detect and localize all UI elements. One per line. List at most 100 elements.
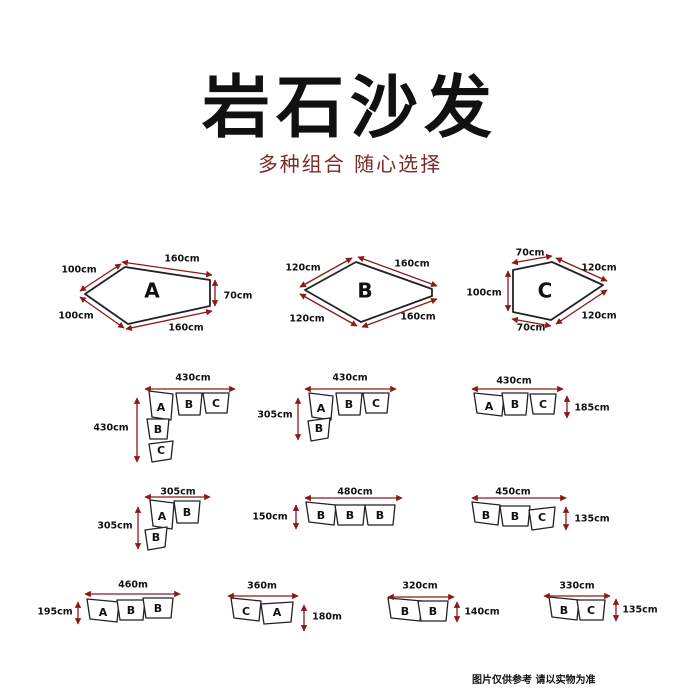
combo-1-piece-4-shape [146,418,170,440]
module-a-dim-ul: 100cm [61,265,96,276]
disclaimer-note: 图片仅供参考 请以实物为准 [472,675,596,686]
combo-3-piece-2-label: B [511,398,519,411]
module-c-dim-top-arrow [511,253,553,266]
combo-1-piece-2-label: B [185,398,193,411]
combo-6-piece-3-label: C [538,511,546,524]
module-a-dim-ll-arrow [79,296,125,329]
combo-9-piece-2-shape [417,600,449,622]
module-b-dim-lr-arrow [361,298,438,328]
combo-9-width: 320cm [402,581,437,592]
combo-8-depth: 180m [312,612,342,623]
combo-10-depth: 135cm [622,605,657,616]
page-subtitle: 多种组合 随心选择 [257,152,443,176]
combo-3-depth: 185cm [574,403,609,414]
combo-6-depth: 135cm [574,514,609,525]
combo-8-piece-1-label: C [242,605,250,618]
module-c-dim-left: 100cm [466,288,501,299]
page-title: 岩石沙发 [201,69,498,148]
combo-6-piece-1-label: B [482,509,490,522]
combo-2-piece-4-label: B [315,422,323,435]
combo-2-width: 430cm [332,373,367,384]
combo-3-piece-1-shape [473,392,505,417]
combo-9-depth: 140cm [464,607,499,618]
module-b-dim-ul: 120cm [285,263,320,274]
module-b-label: B [357,279,372,303]
combo-4-piece-1-label: A [158,510,167,523]
combo-5-width: 480cm [337,487,372,498]
combo-6-piece-2-label: B [511,510,519,523]
module-b-dim-ll: 120cm [289,314,324,325]
combo-8-width: 360m [247,581,277,592]
combo-4-piece-3-shape [144,526,168,551]
combo-8-piece-2-shape [260,601,294,625]
combo-7-piece-1-label: A [99,606,108,619]
module-a-dim-ul-arrow [79,263,122,292]
module-a-label: A [144,279,160,303]
combo-5-piece-2-label: B [346,509,354,522]
combo-4-piece-2-label: B [183,506,191,519]
combo-8-piece-1-shape [230,597,262,622]
combo-6-width: 450cm [495,487,530,498]
combo-2-piece-4-shape [307,417,331,442]
module-c-dim-lr: 120cm [581,311,616,322]
combo-1-piece-5-shape [148,440,174,463]
combo-5-piece-2-shape [334,504,366,526]
combo-10-piece-1-label: B [560,604,568,617]
combo-8-piece-2-label: A [273,606,282,619]
combo-2-piece-3-shape [362,392,390,414]
module-a-dim-bottom-arrow [125,309,213,331]
combo-5-piece-1-label: B [317,509,325,522]
combo-7-piece-2-shape [116,599,146,621]
module-c-dim-bottom: 70cm [517,323,546,334]
module-c-dim-ur: 120cm [581,263,616,274]
combo-6-piece-1-shape [471,501,501,526]
combo-4-piece-3-label: B [152,531,160,544]
combo-7-depth: 195cm [37,607,72,618]
combo-7-piece-3-label: B [154,602,162,615]
module-b-dim-ll-arrow [299,293,358,327]
combo-1-piece-1-shape [148,390,174,421]
combo-2-piece-3-label: C [372,397,380,410]
combo-1-piece-4-label: B [154,423,162,436]
module-a-dim-top: 160cm [164,254,199,265]
module-b-dim-lr: 160cm [400,312,435,323]
module-b-dim-ur-arrow [357,255,438,288]
combo-10-piece-2-shape [576,599,606,621]
combo-6-piece-2-shape [499,505,531,527]
combo-1-depth: 430cm [93,423,128,434]
module-a-dim-ll: 100cm [58,311,93,322]
combo-2-piece-1-label: A [317,402,326,415]
combo-1-piece-1-label: A [157,401,166,414]
combo-5-piece-3-shape [364,504,396,526]
module-c-dim-ur-arrow [555,257,608,282]
module-b-dim-ur: 160cm [394,259,429,270]
module-c-label: C [538,279,553,303]
combo-1-piece-3-shape [202,392,230,414]
combo-2-piece-2-shape [335,392,363,416]
combo-4-width: 305cm [160,487,195,498]
module-c-dim-top: 70cm [516,248,545,259]
combo-7-piece-2-label: B [127,604,135,617]
combo-2-piece-1-shape [308,392,334,421]
combo-10-piece-2-label: C [587,604,595,617]
combo-1-width: 430cm [175,373,210,384]
combo-2-depth: 305cm [257,410,292,421]
module-c-dim-lr-arrow [555,289,608,325]
combo-5-piece-1-shape [305,501,337,526]
combo-4-piece-2-shape [173,500,201,524]
module-a-dim-right: 70cm [224,291,253,302]
combo-7-width: 460m [118,580,148,591]
combo-3-piece-1-label: A [485,400,494,413]
combo-4-piece-1-shape [149,499,175,530]
combo-1-piece-3-label: C [212,397,220,410]
module-a-dim-bottom: 160cm [168,323,203,334]
combo-9-piece-1-label: B [401,605,409,618]
combo-3-piece-2-shape [501,392,529,416]
combo-5-depth: 150cm [252,512,287,523]
combo-3-piece-3-label: C [539,398,547,411]
combo-2-piece-2-label: B [345,398,353,411]
module-c-dim-bottom-arrow [511,316,552,329]
combo-7-piece-1-shape [86,598,120,623]
combo-3-width: 430cm [496,376,531,387]
